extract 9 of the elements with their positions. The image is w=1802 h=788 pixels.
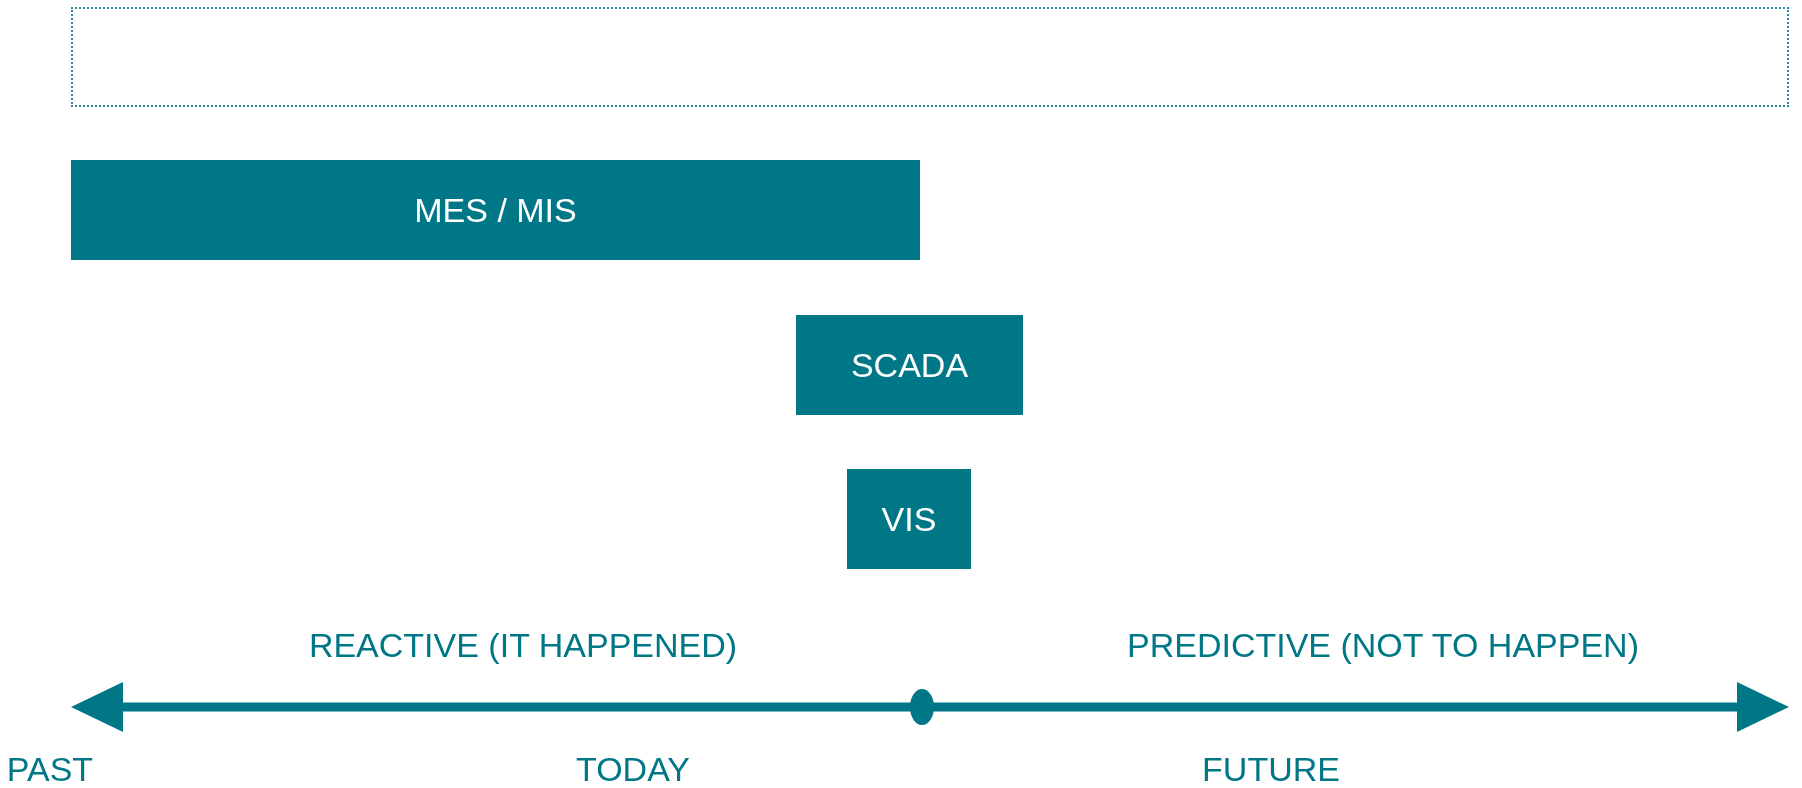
time-label: PAST [6, 752, 94, 786]
phase-label: PREDICTIVE (NOT TO HAPPEN) [1127, 628, 1639, 662]
system-bar: SCADA [796, 315, 1023, 415]
time-label: TODAY [576, 752, 690, 786]
system-bar: MES / MIS [71, 160, 920, 260]
time-label: FUTURE [1202, 752, 1340, 786]
empty-frame [71, 7, 1789, 107]
system-bar: VIS [847, 469, 971, 569]
phase-label: REACTIVE (IT HAPPENED) [308, 628, 738, 662]
